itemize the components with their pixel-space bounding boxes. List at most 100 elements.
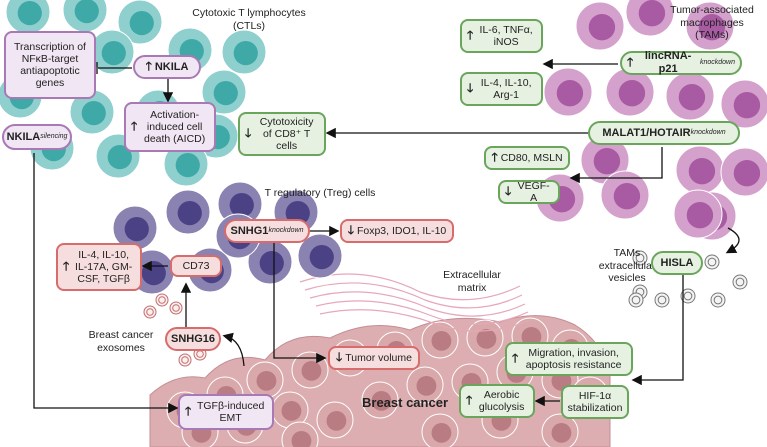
tam-vesicle	[680, 288, 696, 304]
snhg1-label: SNHG1	[230, 224, 269, 237]
cancer-nucleus	[256, 371, 277, 391]
extracellular-matrix-fibers	[299, 273, 531, 332]
aicd-text: Activation-induced cell death (AICD)	[143, 108, 206, 146]
tam-nucleus	[733, 160, 761, 187]
malat-to-vegf	[569, 147, 663, 184]
up-arrow-icon: 🡑	[467, 28, 474, 43]
tam-vesicle	[732, 274, 748, 290]
cancer-nucleus	[281, 401, 302, 421]
lincrna-sup: knockdown	[699, 58, 735, 66]
malat-sup: knockdown	[690, 128, 726, 136]
il6-text: IL-6, TNFα, iNOS	[479, 23, 533, 48]
breast-cancer-exosomes	[143, 293, 207, 367]
cd80-text: CD80, MSLN	[500, 151, 563, 164]
tam-nucleus	[618, 80, 646, 107]
snhg16-box: SNHG16	[165, 327, 221, 351]
hisla-label: HISLA	[660, 256, 694, 269]
cancer-nucleus	[416, 376, 437, 396]
tam-nucleus	[588, 14, 616, 41]
tam-nucleus	[556, 80, 584, 107]
hisla-to-migration	[631, 273, 684, 386]
lincrna-box: 🡑 lincRNA-p21 knockdown	[620, 50, 742, 75]
aicd-box: 🡑 Activation-induced cell death (AICD)	[124, 102, 216, 152]
cancer-nucleus	[371, 391, 392, 411]
cytotoxicity-text: Cytotoxicity of CD8⁺ T cells	[259, 115, 314, 153]
tam-vesicle	[632, 250, 648, 266]
treg-title: T regulatory (Treg) cells	[264, 187, 376, 199]
vegf-text: VEGF-A	[517, 179, 550, 204]
aerobic-box: 🡑 Aerobic glucolysis	[459, 384, 535, 418]
cancer-nucleus	[301, 361, 322, 381]
nkila-silencing-label: NKILA	[6, 130, 41, 143]
malat-label: MALAT1/HOTAIR	[602, 126, 691, 139]
aerobic-text: Aerobic glucolysis	[478, 388, 525, 413]
treg-nucleus	[124, 217, 149, 242]
il6-tnfa-box: 🡑 IL-6, TNFα, iNOS	[460, 19, 543, 53]
nfkb-text: Transcription of NFκB-target antiapoptot…	[14, 40, 86, 90]
up-arrow-icon: 🡑	[512, 351, 519, 366]
tam-cell-cluster	[535, 0, 767, 241]
nfkb-transcription-box: Transcription of NFκB-target antiapoptot…	[4, 31, 96, 99]
tam-nucleus	[613, 183, 641, 210]
snhg1-to-tumor-volume	[273, 243, 327, 364]
tam-vesicle	[654, 292, 670, 308]
ctl-nucleus	[107, 145, 132, 170]
snhg1-sup: knockdown	[268, 226, 304, 234]
nkila-label: NKILA	[154, 60, 189, 73]
exosome	[178, 353, 192, 367]
il4tam-text: IL-4, IL-10, Arg-1	[480, 76, 532, 101]
tam-nucleus	[638, 0, 666, 27]
nkila-silencing-sup: silencing	[40, 132, 68, 140]
down-arrow-icon: 🡓	[245, 126, 252, 141]
tam-title: Tumor-associated macrophages (TAMs)	[670, 4, 754, 42]
tam-vesicle	[704, 254, 720, 270]
hif-box: HIF-1α stabilization	[561, 385, 629, 419]
cytotoxicity-box: 🡓 Cytotoxicity of CD8⁺ T cells	[238, 112, 326, 156]
migration-text: Migration, invasion, apoptosis resistanc…	[525, 346, 622, 371]
down-arrow-icon: 🡓	[347, 223, 354, 238]
tgfb-emt-box: 🡑 TGFβ-induced EMT	[178, 394, 274, 430]
cancer-nucleus	[551, 423, 572, 443]
ctl-nucleus	[74, 0, 99, 24]
treg-nucleus	[141, 261, 166, 286]
cancer-to-snhg16	[222, 332, 245, 367]
tam-nucleus	[678, 84, 706, 111]
ctl-nucleus	[17, 1, 42, 26]
up-arrow-icon: 🡑	[185, 404, 192, 419]
cancer-nucleus	[431, 331, 452, 351]
ctl-nucleus	[175, 153, 200, 178]
tam-nucleus	[733, 92, 761, 119]
tam-to-hisla	[725, 227, 740, 254]
up-arrow-icon: 🡑	[627, 55, 634, 70]
nkila-box: 🡑NKILA	[133, 55, 201, 79]
tam-vesicle	[710, 292, 726, 308]
il4-tam-box: 🡓IL-4, IL-10, Arg-1	[460, 72, 543, 106]
cancer-nucleus	[326, 411, 347, 431]
ctl-title: Cytotoxic T lymphocytes (CTLs)	[192, 7, 306, 32]
bc-exosomes-label: Breast cancer exosomes	[88, 329, 154, 354]
il4-treg-box: 🡑IL-4, IL-10, IL-17A, GM-CSF, TGFβ	[56, 243, 142, 291]
ctl-nucleus	[81, 101, 106, 126]
breast-cancer-label: Breast cancer	[362, 395, 448, 410]
il4treg-text: IL-4, IL-10, IL-17A, GM-CSF, TGFβ	[75, 248, 133, 286]
up-arrow-icon: 🡑	[145, 59, 152, 74]
lincrna-label: lincRNA-p21	[644, 50, 692, 75]
cd73-box: CD73	[170, 255, 222, 277]
up-arrow-icon: 🡑	[466, 393, 473, 408]
tumor-volume-box: 🡓Tumor volume	[328, 346, 420, 370]
cancer-nucleus	[291, 431, 312, 447]
snhg16-label: SNHG16	[170, 332, 216, 345]
migration-box: 🡑 Migration, invasion, apoptosis resistan…	[505, 342, 633, 376]
hif-text: HIF-1α stabilization	[567, 389, 623, 414]
cd73-label: CD73	[182, 259, 210, 272]
down-arrow-icon: 🡓	[505, 184, 512, 199]
tumor-volume-text: Tumor volume	[345, 351, 412, 364]
cd80-box: 🡑CD80, MSLN	[484, 146, 570, 170]
tam-extracellular-vesicles	[628, 250, 748, 308]
treg-nucleus	[309, 245, 334, 270]
tam-nucleus	[688, 158, 716, 185]
tgfb-text: TGFβ-induced EMT	[196, 399, 265, 424]
up-arrow-icon: 🡑	[131, 119, 138, 134]
